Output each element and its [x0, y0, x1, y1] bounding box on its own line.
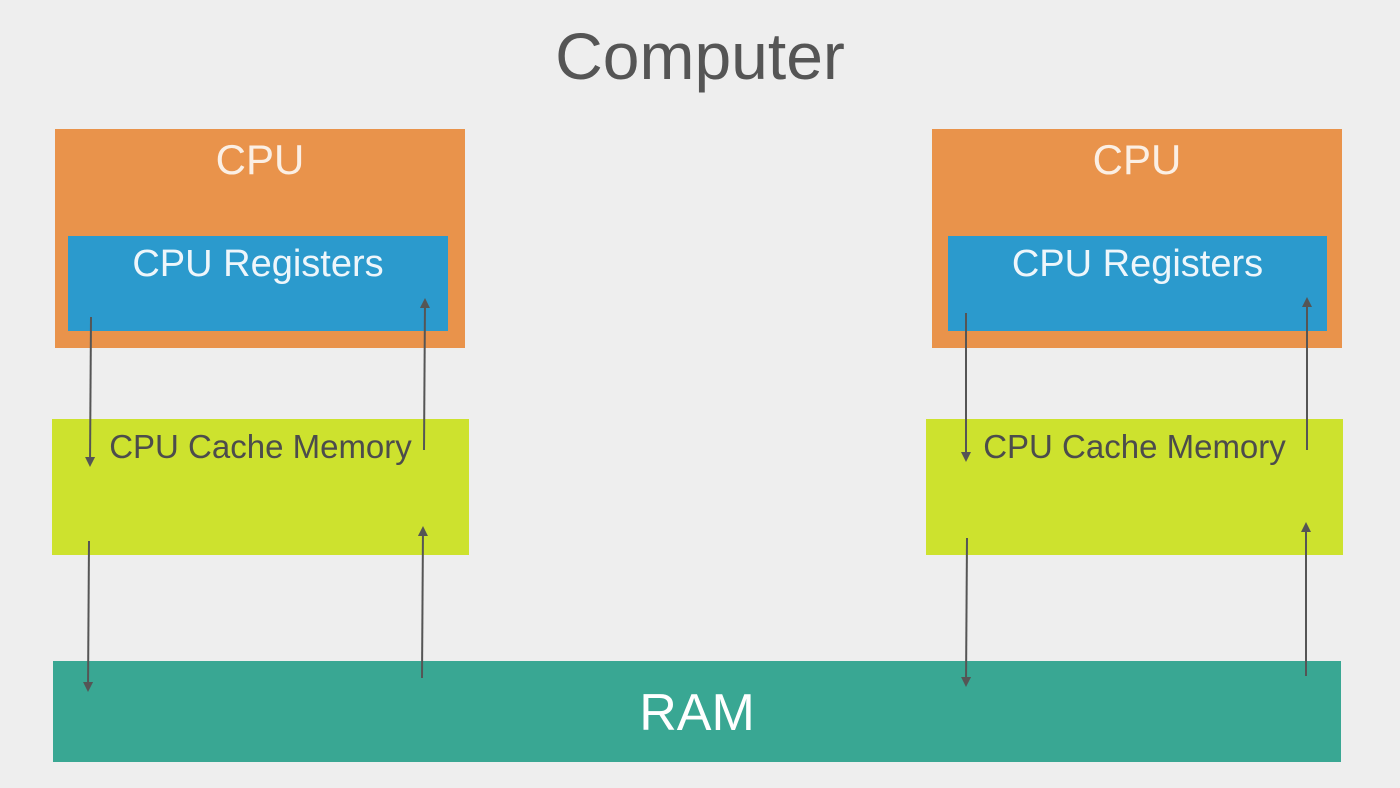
- diagram-title: Computer: [555, 19, 845, 93]
- cpu-registers-label: CPU Registers: [1011, 243, 1264, 285]
- cpu-cache-label: CPU Cache Memory: [983, 428, 1286, 465]
- ram-label: RAM: [639, 684, 755, 742]
- cpu-cache-label: CPU Cache Memory: [109, 428, 412, 465]
- cpu-cache-box-right: CPU Cache Memory: [926, 419, 1343, 555]
- cpu-cache-box-left: CPU Cache Memory: [52, 419, 469, 555]
- cpu-registers-box-left: CPU Registers: [68, 236, 448, 331]
- ram-box: RAM: [53, 661, 1341, 762]
- cpu-label: CPU: [1092, 136, 1182, 183]
- cpu-registers-box-right: CPU Registers: [948, 236, 1327, 331]
- cpu-label: CPU: [215, 136, 305, 183]
- cpu-registers-label: CPU Registers: [132, 243, 384, 285]
